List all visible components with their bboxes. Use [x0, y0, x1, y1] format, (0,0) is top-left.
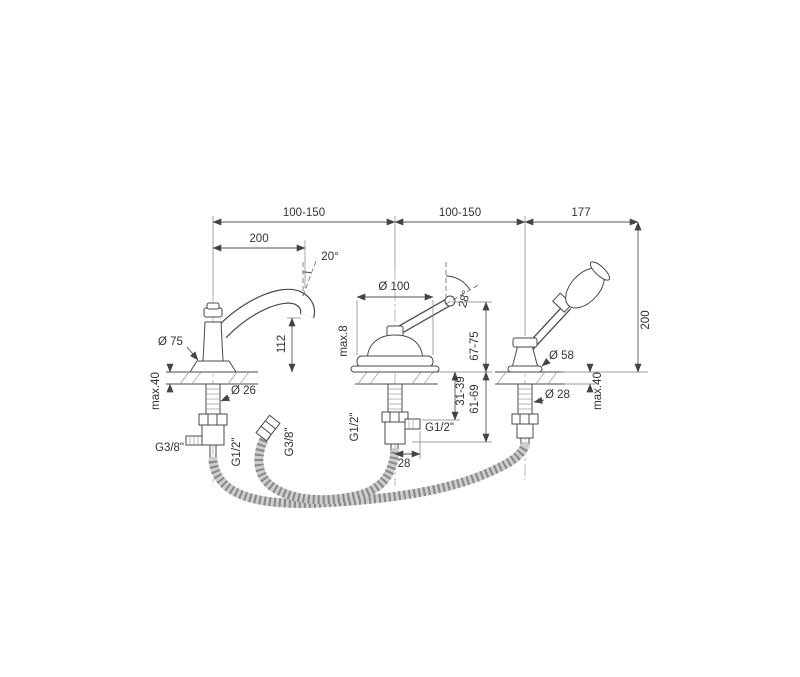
deck-left — [166, 371, 258, 385]
bath-spout — [189, 288, 316, 373]
hatch-lines — [357, 371, 434, 385]
extension-lines — [212, 216, 648, 459]
dim-holder-shank-dia: Ø 28 — [545, 389, 570, 401]
dim-mixer-riser: G1/2" — [349, 412, 361, 441]
dim-mixer-max: max.8 — [338, 325, 350, 356]
dim-spout-reach: 200 — [249, 233, 268, 245]
dimension-labels: 100-150 100-150 177 200 20° Ø 75 112 Ø 2… — [150, 207, 652, 470]
dim-body-depth-b: 61-69 — [469, 384, 481, 413]
dim-left-deck-max: max.40 — [150, 372, 162, 410]
angle-marks — [302, 257, 481, 305]
deck-center — [355, 371, 438, 385]
dim-spout-shank-dia: Ø 26 — [231, 385, 256, 397]
hatch-lines — [496, 371, 558, 385]
thread-lines — [518, 388, 532, 410]
mixer-body — [350, 295, 456, 373]
dim-shower-height: 200 — [640, 310, 652, 329]
spout-angle-arc — [302, 271, 312, 274]
dim-rosette-dia: Ø 100 — [378, 281, 409, 293]
dim-body-depth-a: 31-39 — [455, 376, 467, 405]
dim-handle-height: 67-75 — [469, 331, 481, 360]
dimension-lines — [166, 218, 642, 458]
dim-hose-conn: G3/8" — [284, 427, 296, 456]
dim-holder-dia: Ø 58 — [549, 350, 574, 362]
hatch-lines — [179, 371, 250, 385]
handle-angle-arc — [445, 275, 471, 291]
dim-mixer-outlet: G1/2" — [425, 422, 454, 434]
dim-span-right: 177 — [571, 207, 590, 219]
dim-outlet-offset: 28 — [398, 458, 411, 470]
flex-hose-mixer — [254, 429, 400, 505]
flex-hose-long — [208, 441, 530, 508]
spray-face — [589, 261, 611, 281]
dim-span-mid: 100-150 — [439, 207, 481, 219]
dim-handle-angle: 28° — [457, 289, 473, 309]
hose-end-fitting — [255, 414, 281, 442]
dim-left-inlet: G3/8" — [155, 442, 184, 454]
thread-lines — [388, 388, 402, 410]
hand-shower — [507, 261, 611, 373]
deck-right — [495, 371, 565, 385]
dim-spout-base-dia: Ø 75 — [158, 336, 183, 348]
thread-lines — [206, 388, 220, 410]
dim-spout-height: 112 — [276, 335, 288, 353]
dim-left-riser: G1/2" — [231, 437, 243, 466]
handle-knob — [444, 295, 456, 307]
dim-right-deck-max: max.40 — [592, 372, 604, 410]
holder-undercounter-assembly — [511, 383, 539, 446]
dim-spout-angle: 20° — [321, 251, 338, 263]
mixer-undercounter-assembly — [381, 383, 421, 452]
spout-undercounter-assembly — [185, 383, 228, 460]
dim-span-left: 100-150 — [283, 207, 325, 219]
